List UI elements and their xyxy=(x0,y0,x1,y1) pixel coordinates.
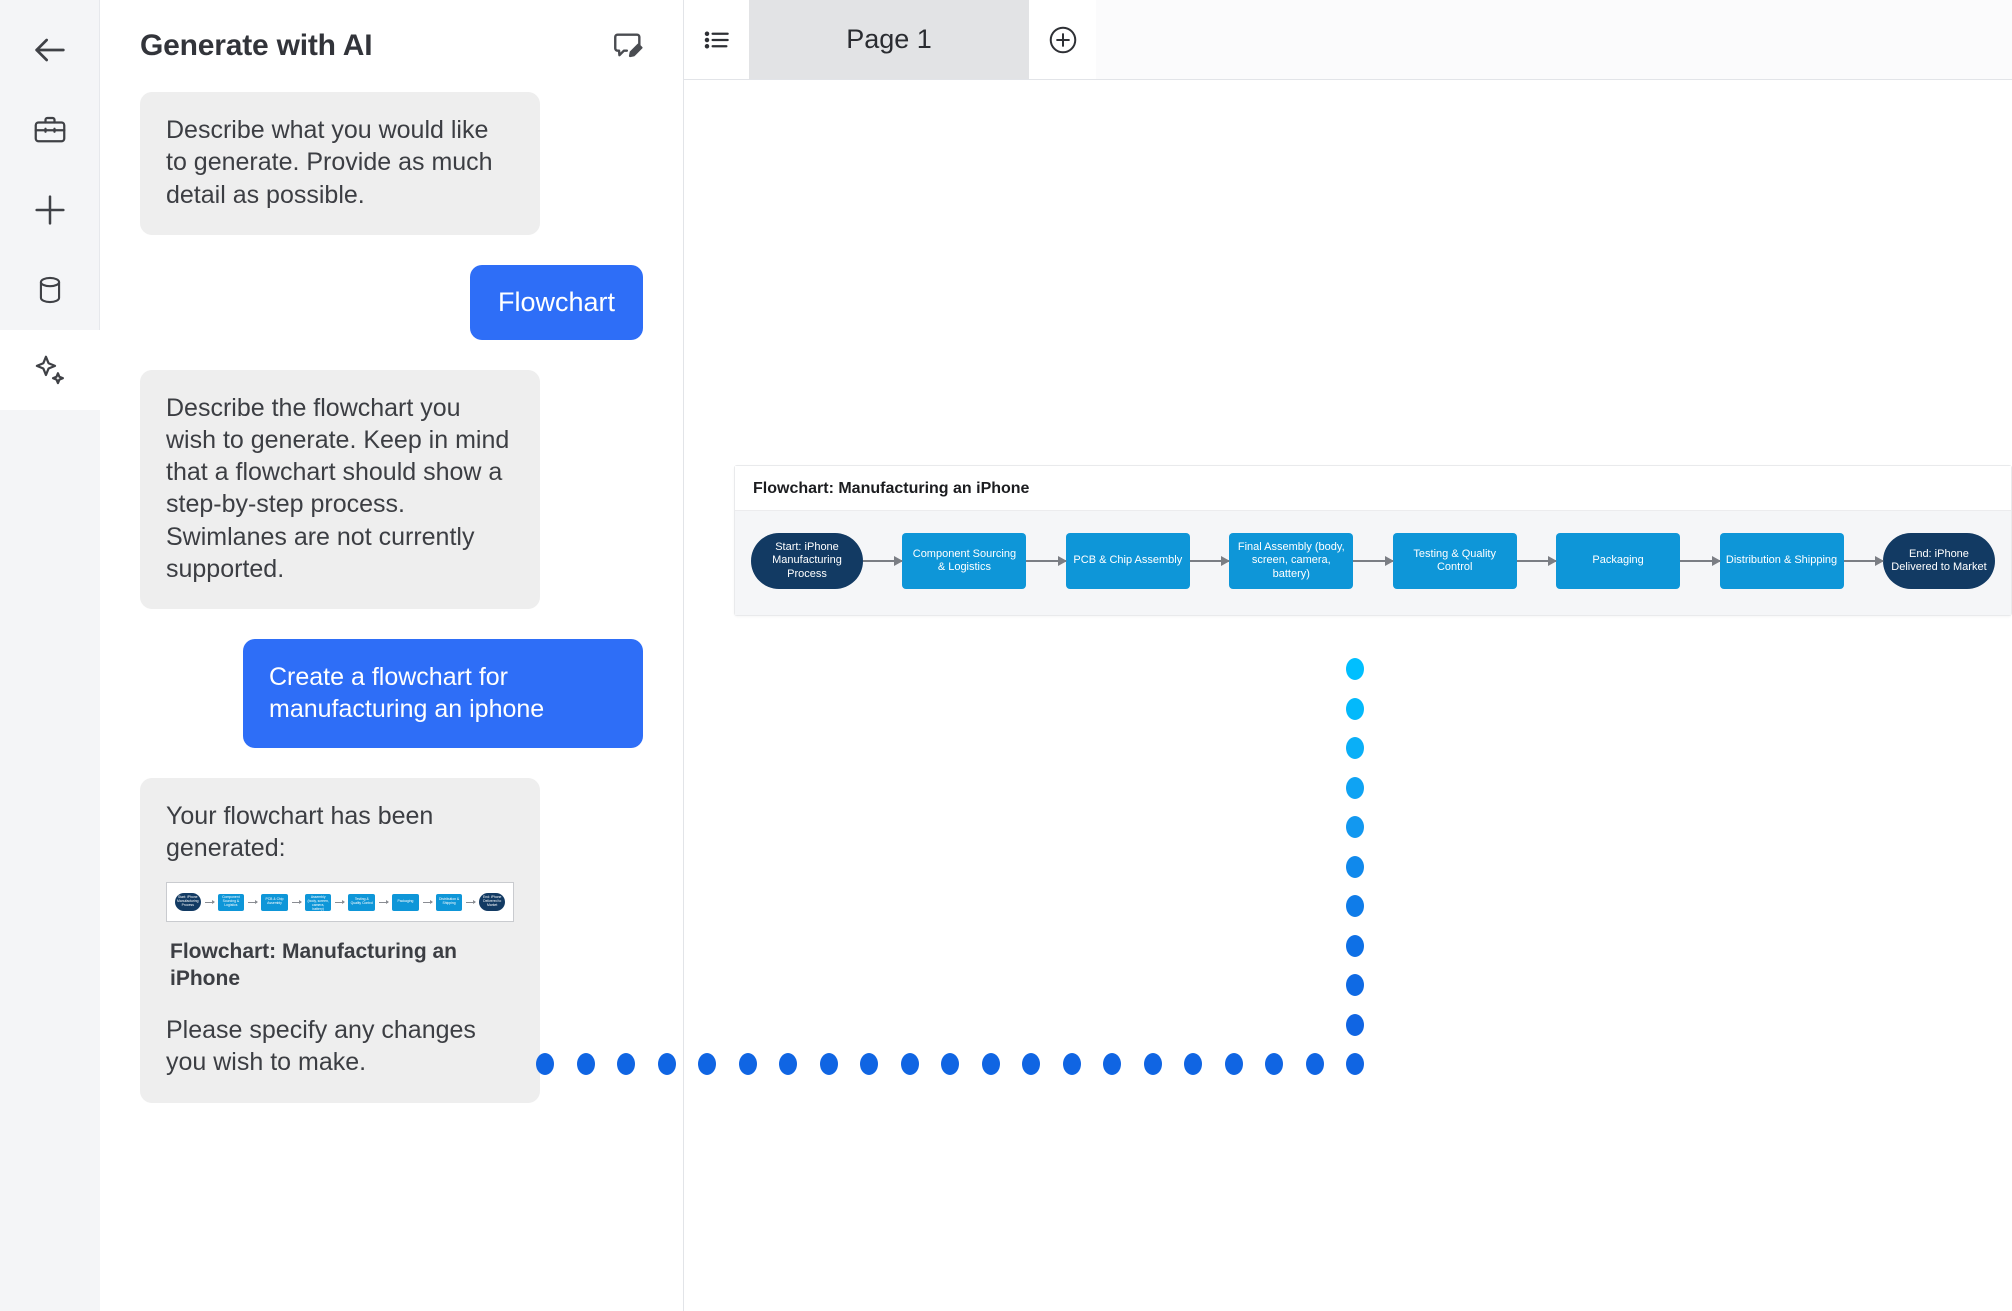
briefcase-icon xyxy=(32,112,68,148)
thumb-arrow-icon xyxy=(379,900,390,905)
flowchart-node-pcb[interactable]: PCB & Chip Assembly xyxy=(1065,533,1190,589)
flowchart-nodes: Start: iPhone Manufacturing Process Comp… xyxy=(751,533,1995,589)
result-footer-text: Please specify any changes you wish to m… xyxy=(166,1016,476,1077)
tabbar-filler xyxy=(1096,0,2012,79)
thumb-node: Testing & Quality Control xyxy=(348,893,376,911)
thumb-node: Component Sourcing & Logistics xyxy=(217,893,245,911)
canvas-area[interactable]: Page 1 Flowchart: Manufacturing an iPhon… xyxy=(684,0,2012,1311)
new-item-button[interactable] xyxy=(0,170,100,250)
thumb-node: Start: iPhone Manufacturing Process xyxy=(175,893,201,912)
flowchart-arrow-icon xyxy=(1680,556,1721,565)
flowchart-arrow-icon xyxy=(1189,556,1231,565)
flowchart-node-distribution[interactable]: Distribution & Shipping xyxy=(1719,533,1844,589)
chat-message-result: Your flowchart has been generated: Start… xyxy=(140,777,540,1103)
rail-filler xyxy=(0,410,100,1311)
flowchart-body: Start: iPhone Manufacturing Process Comp… xyxy=(735,511,2011,615)
thumb-arrow-icon xyxy=(248,900,259,905)
add-page-icon xyxy=(1047,24,1079,56)
chat-message-bot: Describe what you would like to generate… xyxy=(140,92,540,235)
thumb-node: Distribution & Shipping xyxy=(435,893,463,911)
thumb-arrow-icon xyxy=(466,900,477,905)
thumb-arrow-icon xyxy=(204,900,215,905)
new-chat-button[interactable] xyxy=(609,27,647,65)
thumb-arrow-icon xyxy=(335,900,346,905)
list-view-button[interactable] xyxy=(684,0,749,79)
tab-page-1[interactable]: Page 1 xyxy=(749,0,1029,79)
chat-messages: Describe what you would like to generate… xyxy=(100,92,683,1103)
page-title: Generate with AI xyxy=(140,29,373,62)
chat-message-user: Flowchart xyxy=(469,264,643,340)
flowchart-arrow-icon xyxy=(1353,556,1395,565)
thumb-node: Final Assembly (body, screen, camera, ba… xyxy=(304,891,332,911)
result-intro-text: Your flowchart has been generated: xyxy=(166,801,434,862)
database-icon xyxy=(33,273,67,307)
flowchart-arrow-icon xyxy=(1843,556,1885,565)
sparkles-icon xyxy=(32,352,68,388)
flowchart-thumbnail-caption: Flowchart: Manufacturing an iPhone xyxy=(170,940,458,991)
thumb-node: End: iPhone Delivered to Market xyxy=(479,893,505,912)
chat-header: Generate with AI xyxy=(100,0,683,92)
thumb-arrow-icon xyxy=(291,900,302,905)
flowchart-thumbnail[interactable]: Start: iPhone Manufacturing Process Comp… xyxy=(166,882,514,923)
flowchart-arrow-icon xyxy=(1516,556,1558,565)
plus-icon xyxy=(30,190,70,230)
chat-row-user: Create a flowchart for manufacturing an … xyxy=(140,639,643,748)
flowchart-node-final-assembly[interactable]: Final Assembly (body, screen, camera, ba… xyxy=(1229,533,1354,589)
flowchart-node-start[interactable]: Start: iPhone Manufacturing Process xyxy=(751,533,863,589)
generate-with-ai-button[interactable] xyxy=(0,330,100,410)
flowchart-node-testing[interactable]: Testing & Quality Control xyxy=(1392,533,1517,589)
chat-message-bot: Describe the flowchart you wish to gener… xyxy=(140,369,540,610)
tab-label: Page 1 xyxy=(846,24,932,54)
flowchart-node-sourcing[interactable]: Component Sourcing & Logistics xyxy=(902,533,1027,589)
new-chat-edit-icon xyxy=(611,29,645,63)
back-arrow-icon xyxy=(30,30,70,70)
flowchart-title: Flowchart: Manufacturing an iPhone xyxy=(735,466,2011,511)
back-button[interactable] xyxy=(0,10,100,90)
icon-rail xyxy=(0,0,100,1311)
list-view-icon xyxy=(702,25,732,55)
flowchart-card[interactable]: Flowchart: Manufacturing an iPhone Start… xyxy=(734,465,2012,616)
flowchart-node-end[interactable]: End: iPhone Delivered to Market xyxy=(1882,533,1995,589)
add-page-button[interactable] xyxy=(1029,0,1096,79)
flowchart-arrow-icon xyxy=(863,556,904,565)
thumb-arrow-icon xyxy=(422,900,433,905)
flowchart-node-packaging[interactable]: Packaging xyxy=(1556,533,1681,589)
chat-message-user: Create a flowchart for manufacturing an … xyxy=(243,639,643,748)
thumb-node: Packaging xyxy=(392,893,419,911)
chat-row-user: Flowchart xyxy=(140,264,643,340)
page-tabbar: Page 1 xyxy=(684,0,2012,80)
flowchart-arrow-icon xyxy=(1026,556,1068,565)
thumbnail-flow: Start: iPhone Manufacturing Process Comp… xyxy=(175,889,505,915)
thumb-node: PCB & Chip Assembly xyxy=(261,893,288,911)
data-button[interactable] xyxy=(0,250,100,330)
ai-chat-panel: Generate with AI Describe what you would… xyxy=(100,0,684,1311)
workspace-button[interactable] xyxy=(0,90,100,170)
